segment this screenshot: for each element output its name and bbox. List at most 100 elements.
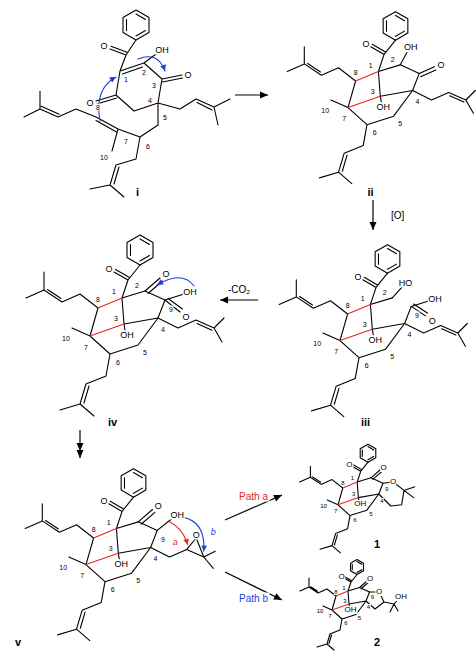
compound-node: iv — [5, 222, 220, 430]
atom-number: 9 — [370, 594, 374, 600]
atom-label: OH — [376, 102, 391, 111]
atom-number: 3 — [152, 82, 157, 89]
atom-number: 7 — [124, 138, 129, 145]
structure-2 — [300, 560, 399, 651]
bond-lines — [24, 14, 230, 197]
atom-label: HO — [398, 278, 413, 287]
atom-number: 10 — [59, 563, 68, 570]
path-letter: b — [210, 528, 216, 537]
prenyl-chain — [413, 91, 476, 114]
atom-label: O — [437, 60, 445, 69]
compound-label: iii — [359, 416, 372, 428]
cage-core — [300, 444, 383, 553]
atom-label: O — [100, 496, 108, 505]
atom-number: 4 — [415, 97, 420, 104]
cage-core — [25, 469, 157, 641]
compound-node: 2 — [282, 552, 472, 650]
atom-label: O — [375, 588, 382, 596]
reaction-arrow — [220, 299, 258, 300]
atom-label: OH — [155, 46, 170, 55]
atom-number: 6 — [372, 129, 377, 136]
atom-number: 5 — [136, 576, 141, 583]
compound-node: v — [5, 458, 225, 650]
cage-core — [300, 560, 370, 651]
atom-label: O — [105, 265, 113, 274]
atom-number: 8 — [96, 296, 101, 303]
atom-number: 3 — [114, 315, 119, 322]
bond-lines — [138, 510, 215, 569]
compound-node: i — [40, 0, 235, 200]
compound-node: 1 — [282, 436, 472, 552]
atom-number: 4 — [407, 330, 412, 337]
atom-number: 8 — [91, 526, 96, 533]
atom-label: O — [100, 42, 108, 51]
cage-core — [26, 235, 165, 416]
atom-label: O — [184, 71, 192, 80]
atom-number: 5 — [143, 349, 148, 356]
atom-number: 2 — [142, 69, 147, 76]
atom-label: O — [366, 575, 373, 583]
atom-number: 9 — [169, 306, 174, 313]
atom-label: OH — [403, 42, 418, 51]
atom-number: 8 — [96, 104, 101, 111]
atom-label: OH — [395, 593, 408, 601]
atom-label: O — [390, 478, 397, 486]
reaction-arrow — [235, 94, 268, 95]
atom-number: 8 — [353, 69, 358, 76]
atom-number: 3 — [370, 87, 375, 94]
structure-ii — [287, 12, 475, 184]
atom-number: 4 — [148, 97, 153, 104]
atom-number: 1 — [350, 475, 354, 481]
atom-number: 6 — [146, 143, 151, 150]
atom-number: 10 — [321, 106, 330, 113]
atom-number: 10 — [62, 335, 71, 342]
atom-number: 9 — [384, 486, 388, 492]
atom-number: 4 — [380, 498, 384, 504]
atom-label: O — [380, 464, 387, 472]
structure-v — [25, 469, 215, 641]
atom-number: 10 — [316, 608, 324, 614]
atom-number: 8 — [334, 589, 338, 595]
prenyl-chain — [158, 318, 224, 342]
atom-number: 6 — [116, 359, 121, 366]
atom-number: 10 — [313, 339, 322, 346]
atom-label: O — [182, 313, 190, 322]
atom-number: 2 — [135, 282, 140, 289]
atom-number: 6 — [353, 517, 357, 523]
atom-label: OH — [183, 288, 198, 297]
atom-number: 2 — [390, 56, 395, 63]
compound-label: 1 — [372, 538, 382, 550]
atom-number: 6 — [344, 620, 348, 626]
compound-node: iii — [258, 230, 473, 430]
bond-lines — [360, 581, 399, 612]
cage-core — [287, 12, 419, 184]
atom-label: OH — [368, 335, 383, 344]
reaction-arrow — [372, 200, 373, 230]
atom-number: 1 — [342, 585, 346, 591]
path-letter: a — [172, 537, 178, 546]
atom-number: 3 — [362, 320, 367, 327]
compound-label: iv — [106, 416, 119, 428]
atom-label: O — [354, 272, 362, 281]
atom-number: 1 — [112, 288, 117, 295]
structure-iii — [279, 245, 467, 417]
atom-label: OH — [120, 331, 135, 340]
atom-number: 7 — [80, 572, 85, 579]
curved-arrow — [157, 278, 194, 286]
bond-lines — [145, 278, 184, 312]
atom-number: 7 — [84, 344, 89, 351]
reaction-condition: Path a — [237, 490, 270, 501]
compound-label: ii — [365, 186, 375, 198]
atom-number: 8 — [341, 480, 345, 486]
atom-label: OH — [170, 511, 185, 520]
atom-number: 7 — [342, 115, 347, 122]
atom-number: 6 — [364, 362, 369, 369]
atom-number: 2 — [382, 289, 387, 296]
atom-number: 5 — [163, 114, 168, 121]
atom-label: OH — [428, 294, 443, 303]
structure-1 — [300, 444, 415, 553]
atom-number: 4 — [366, 604, 370, 610]
atom-label: O — [86, 99, 94, 108]
